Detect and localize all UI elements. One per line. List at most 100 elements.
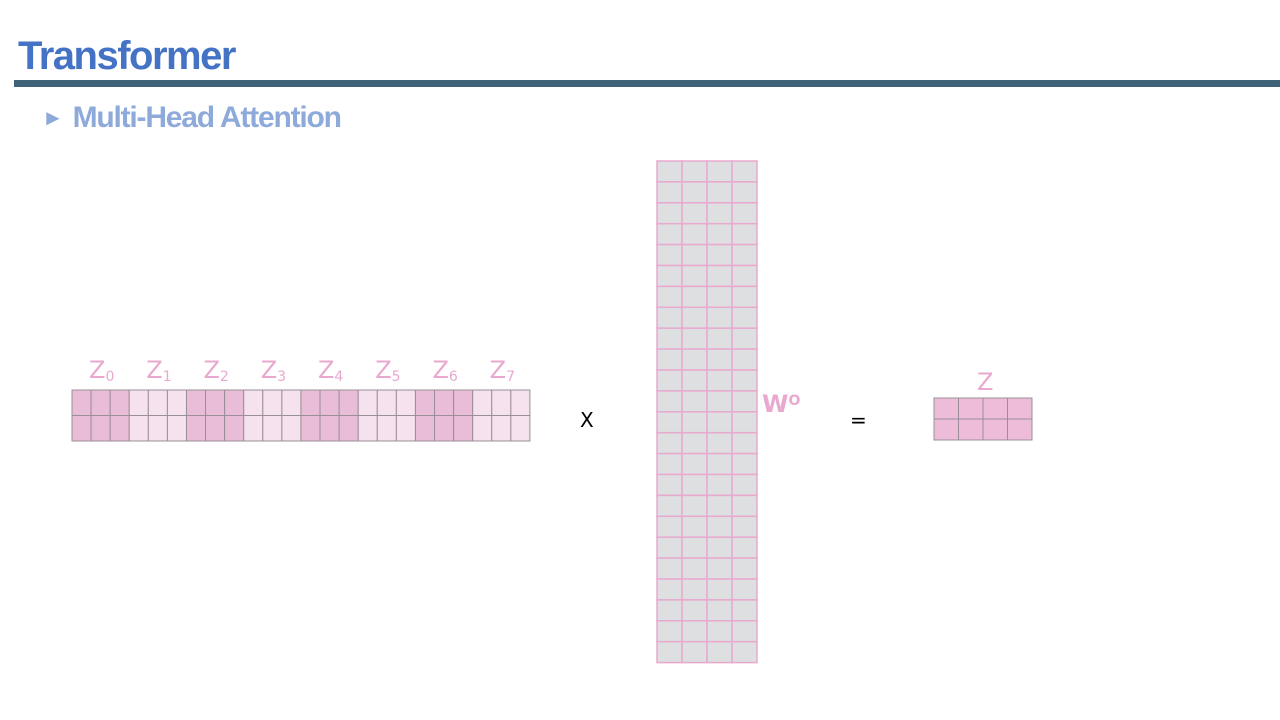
concat-cell [376, 415, 397, 442]
weight-cell [681, 390, 708, 413]
result-cell [933, 397, 959, 420]
result-cell [982, 397, 1008, 420]
slide-title: Transformer [18, 34, 236, 78]
concat-cell [300, 389, 321, 416]
weight-cell [731, 243, 758, 267]
weight-cell [656, 327, 683, 350]
head-label: Z2 [203, 356, 228, 385]
weight-cell [656, 306, 683, 329]
weight-cell [706, 243, 733, 267]
weight-cell [681, 348, 708, 371]
concat-cell [147, 389, 168, 416]
concat-cell [319, 389, 340, 416]
weight-cell [706, 202, 733, 225]
weight-cell [731, 620, 758, 643]
weight-cell [706, 411, 733, 434]
concat-cell [224, 389, 245, 416]
weight-cell [681, 578, 708, 601]
weight-cell [656, 160, 683, 183]
weight-cell [706, 369, 733, 392]
weight-cell [706, 515, 733, 538]
slide-subtitle: ► Multi-Head Attention [42, 99, 342, 139]
weight-cell [706, 431, 733, 455]
weight-cell [731, 536, 758, 559]
weight-cell [656, 515, 683, 538]
weight-cell [706, 390, 733, 413]
weight-cell [706, 620, 733, 643]
weight-cell [681, 452, 708, 476]
subtitle-text: Multi-Head Attention [72, 101, 342, 134]
weight-cell [731, 411, 758, 434]
weight-cell [706, 306, 733, 329]
concat-cell [243, 415, 264, 442]
weight-cell [656, 348, 683, 371]
bullet-arrow-icon: ► [42, 105, 64, 130]
weight-cell [681, 411, 708, 434]
weight-cell [681, 536, 708, 559]
concat-cell [510, 389, 531, 416]
weight-cell [731, 160, 758, 183]
weight-cell [706, 181, 733, 204]
concat-cell [166, 415, 187, 442]
weight-cell [731, 285, 758, 309]
weight-cell [706, 473, 733, 497]
weight-cell [656, 202, 683, 225]
weight-cell [731, 557, 758, 580]
concat-cell [109, 389, 130, 416]
concat-cell [185, 389, 207, 416]
concat-cell [262, 389, 283, 416]
concat-cell [395, 415, 416, 442]
weight-cell [656, 264, 683, 288]
concat-cell [357, 389, 378, 416]
weight-cell [656, 243, 683, 267]
head-label: Z0 [89, 356, 114, 385]
concat-cell [128, 389, 149, 416]
head-label: Z4 [318, 356, 343, 385]
concat-cell [414, 389, 436, 416]
weight-cell [706, 285, 733, 309]
concat-cell [166, 389, 187, 416]
weight-cell [656, 431, 683, 455]
concat-cell [71, 389, 92, 416]
weight-cell [656, 599, 683, 622]
weight-cell [681, 306, 708, 329]
weight-cell [681, 557, 708, 580]
multiply-symbol: X [580, 408, 594, 432]
weight-letter: W [762, 390, 788, 418]
concat-cell [491, 415, 512, 442]
weight-cell [706, 348, 733, 371]
weight-cell [731, 431, 758, 455]
weight-cell [656, 578, 683, 601]
weight-cell [706, 222, 733, 246]
result-cell [958, 418, 984, 441]
weight-cell [681, 243, 708, 267]
concat-cell [395, 389, 416, 416]
weight-cell [706, 578, 733, 601]
result-cell [1007, 418, 1033, 441]
weight-cell [706, 599, 733, 622]
weight-cell [656, 494, 683, 518]
weight-cell [681, 160, 708, 183]
concat-cell [205, 415, 226, 442]
concat-cell [434, 415, 455, 442]
concat-cell [109, 415, 130, 442]
concat-cell [71, 415, 92, 442]
concat-cell [491, 389, 512, 416]
weight-cell [706, 494, 733, 518]
result-matrix [933, 397, 1033, 441]
weight-cell [706, 160, 733, 183]
weight-cell [731, 452, 758, 476]
concat-cell [281, 415, 302, 442]
concat-cell [510, 415, 531, 442]
concatenated-heads-matrix [71, 389, 531, 442]
equals-symbol: = [850, 408, 867, 432]
concat-cell [243, 389, 264, 416]
weight-cell [681, 640, 708, 664]
weight-cell [656, 473, 683, 497]
weight-cell [706, 264, 733, 288]
weight-label: WO [762, 390, 800, 418]
weight-cell [731, 222, 758, 246]
weight-cell [681, 181, 708, 204]
result-label: Z [977, 368, 993, 396]
